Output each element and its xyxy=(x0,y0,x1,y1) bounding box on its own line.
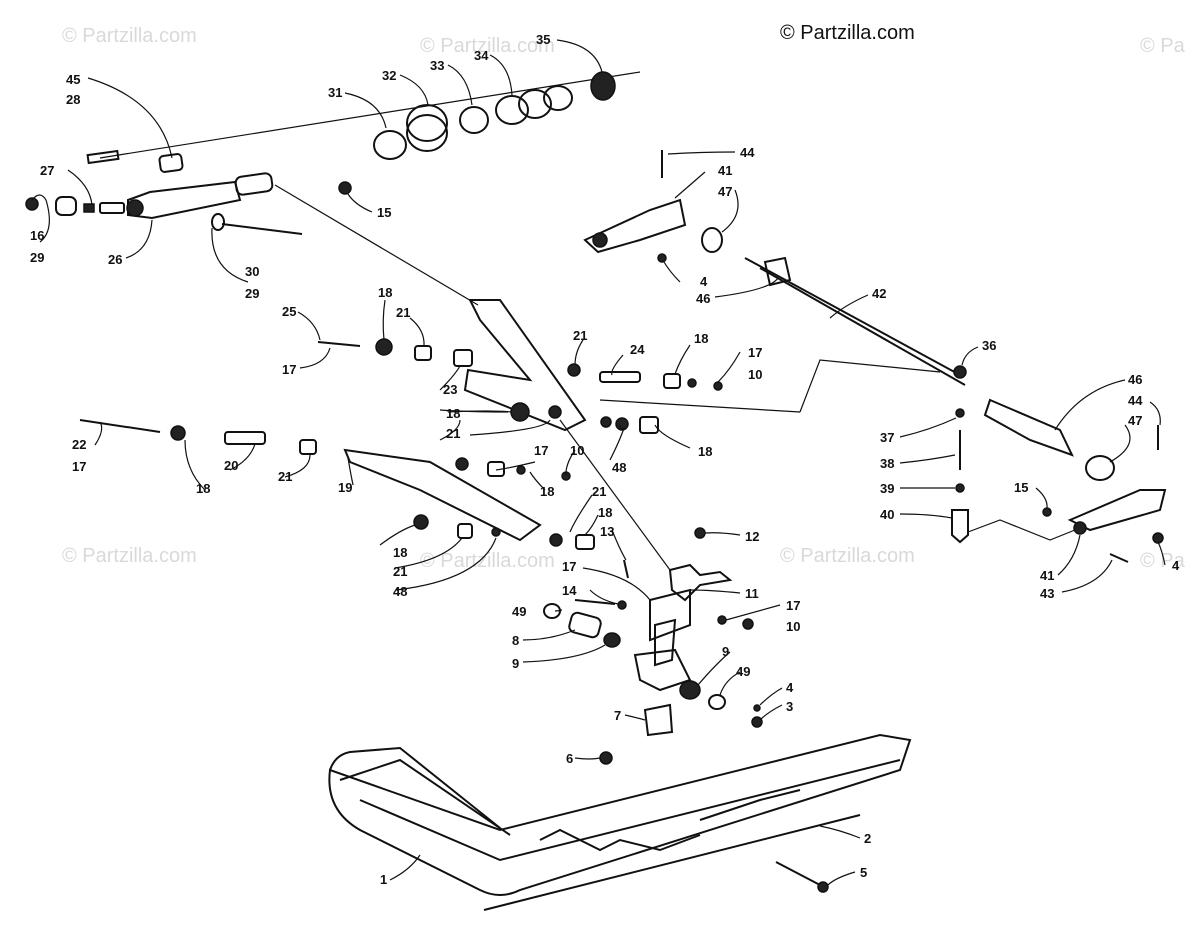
callout-label: 21 xyxy=(446,426,460,441)
watermark: © Partzilla.com xyxy=(62,25,197,47)
callout-label: 18 xyxy=(378,285,392,300)
watermark: © Partzilla.com xyxy=(780,545,915,567)
callout-label: 18 xyxy=(598,505,612,520)
callout-label: 40 xyxy=(880,507,894,522)
callout-label: 27 xyxy=(40,163,54,178)
callout-label: 17 xyxy=(72,459,86,474)
callout-label: 18 xyxy=(694,331,708,346)
callout-label: 17 xyxy=(748,345,762,360)
callout-label: 23 xyxy=(443,382,457,397)
callout-label: 42 xyxy=(872,286,886,301)
callout-label: 10 xyxy=(786,619,800,634)
callout-label: 29 xyxy=(245,286,259,301)
callout-label: 10 xyxy=(570,443,584,458)
watermark: © Partzilla.com xyxy=(62,545,197,567)
callout-label: 29 xyxy=(30,250,44,265)
callout-label: 21 xyxy=(278,469,292,484)
callout-label: 16 xyxy=(30,228,44,243)
callout-label: 26 xyxy=(108,252,122,267)
callout-label: 47 xyxy=(718,184,732,199)
callout-label: 30 xyxy=(245,264,259,279)
callout-label: 18 xyxy=(446,406,460,421)
callout-label: 49 xyxy=(512,604,526,619)
callout-label: 41 xyxy=(718,163,732,178)
callout-label: 9 xyxy=(722,644,729,659)
callout-label: 6 xyxy=(566,751,573,766)
callout-label: 18 xyxy=(196,481,210,496)
callout-label: 35 xyxy=(536,32,550,47)
callout-label: 22 xyxy=(72,437,86,452)
callout-label: 20 xyxy=(224,458,238,473)
callout-label: 2 xyxy=(864,831,871,846)
ski xyxy=(328,733,912,911)
callout-label: 9 xyxy=(512,656,519,671)
callout-label: 17 xyxy=(786,598,800,613)
callout-label: 11 xyxy=(745,586,759,601)
copyright-notice: © Partzilla.com xyxy=(780,22,915,44)
callout-label: 39 xyxy=(880,481,894,496)
callout-labels: 45 28 27 16 29 26 30 29 31 32 33 34 35 1… xyxy=(30,32,1180,887)
callout-label: 17 xyxy=(282,362,296,377)
callout-label: 46 xyxy=(1128,372,1142,387)
callout-label: 15 xyxy=(1014,480,1028,495)
callout-label: 36 xyxy=(982,338,996,353)
watermark: © Pa xyxy=(1140,35,1185,57)
watermark: © Partzilla.com xyxy=(420,550,555,572)
callout-label: 49 xyxy=(736,664,750,679)
callout-label: 1 xyxy=(380,872,387,887)
watermark: © Pa xyxy=(1140,550,1185,572)
callout-label: 8 xyxy=(512,633,519,648)
callout-label: 14 xyxy=(562,583,577,598)
callout-label: 21 xyxy=(592,484,606,499)
callout-label: 45 xyxy=(66,72,80,87)
callout-label: 17 xyxy=(562,559,576,574)
callout-label: 17 xyxy=(534,443,548,458)
callout-label: 4 xyxy=(1172,558,1180,573)
callout-label: 48 xyxy=(612,460,626,475)
callout-label: 31 xyxy=(328,85,342,100)
callout-label: 3 xyxy=(786,699,793,714)
callout-label: 32 xyxy=(382,68,396,83)
callout-label: 48 xyxy=(393,584,407,599)
shock-absorber-assembly xyxy=(25,71,641,235)
callout-label: 12 xyxy=(745,529,759,544)
callout-label: 21 xyxy=(393,564,407,579)
callout-label: 18 xyxy=(393,545,407,560)
callout-label: 13 xyxy=(600,524,614,539)
callout-label: 25 xyxy=(282,304,296,319)
callout-label: 41 xyxy=(1040,568,1054,583)
callout-label: 44 xyxy=(1128,393,1143,408)
callout-label: 43 xyxy=(1040,586,1054,601)
spindle xyxy=(543,527,763,765)
watermark: © Partzilla.com xyxy=(420,35,555,57)
callout-label: 28 xyxy=(66,92,80,107)
callout-label: 19 xyxy=(338,480,352,495)
callout-label: 46 xyxy=(696,291,710,306)
callout-label: 7 xyxy=(614,708,621,723)
callout-label: 18 xyxy=(540,484,554,499)
callout-label: 47 xyxy=(1128,413,1142,428)
callout-label: 21 xyxy=(573,328,587,343)
callout-label: 4 xyxy=(786,680,794,695)
callout-label: 34 xyxy=(474,48,489,63)
tie-rod-assembly xyxy=(583,150,1167,563)
callout-label: 5 xyxy=(860,865,867,880)
callout-label: 37 xyxy=(880,430,894,445)
callout-label: 21 xyxy=(396,305,410,320)
leader-lines xyxy=(31,39,1166,886)
callout-label: 4 xyxy=(700,274,708,289)
callout-label: 18 xyxy=(698,444,712,459)
callout-label: 38 xyxy=(880,456,894,471)
callout-label: 44 xyxy=(740,145,755,160)
callout-label: 24 xyxy=(630,342,645,357)
callout-label: 33 xyxy=(430,58,444,73)
callout-label: 15 xyxy=(377,205,391,220)
a-arm-assembly xyxy=(79,184,941,571)
callout-label: 10 xyxy=(748,367,762,382)
